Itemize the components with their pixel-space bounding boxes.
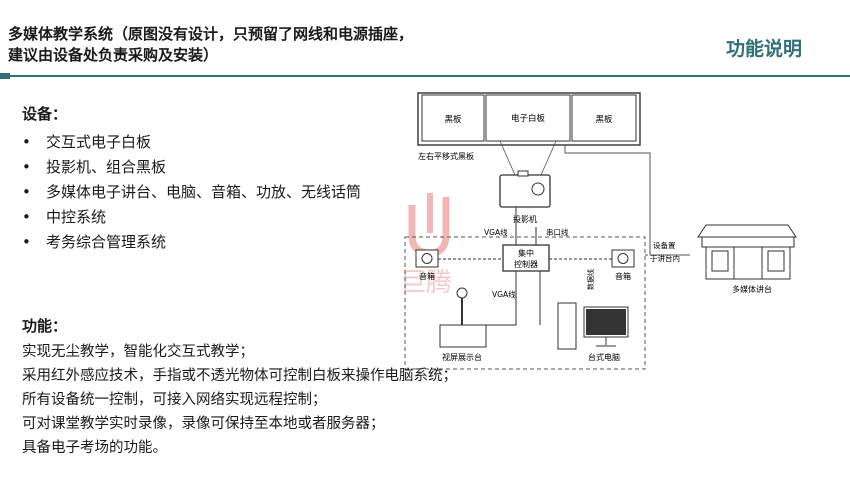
device-item: 投影机、组合黑板 xyxy=(22,155,366,180)
board-frame xyxy=(417,92,641,146)
device-item: 多媒体电子讲台、电脑、音箱、功放、无线话筒 xyxy=(22,180,366,205)
projector-lens xyxy=(531,182,545,196)
header-divider-mark xyxy=(0,73,10,79)
network-cable xyxy=(564,145,690,256)
controller-label-2: 控制器 xyxy=(514,259,538,269)
header-divider xyxy=(0,75,850,77)
devices-heading: 设备： xyxy=(22,105,68,123)
device-item: 考务综合管理系统 xyxy=(22,230,366,255)
multimedia-podium xyxy=(697,224,797,280)
page-title: 多媒体教学系统（原图没有设计，只预留了网线和电源插座， 建议由设备处负责采购及安… xyxy=(8,24,508,66)
speaker-right-cone xyxy=(617,253,629,264)
device-item: 中控系统 xyxy=(22,205,366,230)
visualizer-label: 视屏展示台 xyxy=(442,352,482,362)
speaker-right-label: 音箱 xyxy=(615,271,631,281)
speaker-left-cone xyxy=(421,253,433,264)
watermark-logo xyxy=(408,193,450,257)
projector-mount xyxy=(517,170,529,177)
speaker-right xyxy=(611,249,635,268)
function-item: 具备电子考场的功能。 xyxy=(22,440,167,456)
speaker-left xyxy=(415,249,439,268)
function-item: 采用红外感应技术，手指或不透光物体可控制白板来操作电脑系统； xyxy=(22,368,457,384)
projector xyxy=(499,174,551,208)
serial-label: 串口线 xyxy=(546,227,569,237)
install-label-1: 设备置 xyxy=(653,240,676,250)
blackboard-left xyxy=(421,94,485,142)
projection-beam-left xyxy=(499,140,516,176)
smart-whiteboard xyxy=(485,94,571,142)
pc-tower xyxy=(557,302,577,350)
data-line-label: 数据线 xyxy=(586,269,595,290)
section-badge: 功能说明 xyxy=(726,38,803,60)
blackboard-right xyxy=(571,94,637,142)
vga-label-bottom: VGA线 xyxy=(492,289,516,299)
podium-boundary xyxy=(404,236,646,370)
blackboard-left-label: 黑板 xyxy=(444,114,462,125)
pc-label: 台式电脑 xyxy=(588,352,620,362)
whiteboard-label: 电子白板 xyxy=(511,113,546,124)
projector-label: 投影机 xyxy=(513,214,537,224)
function-item: 所有设备统一控制，可接入网络实现远程控制； xyxy=(22,392,327,408)
vga-cable-bottom xyxy=(484,271,517,326)
document-camera-base xyxy=(439,324,487,348)
functions-heading: 功能： xyxy=(22,317,68,335)
devices-list: 交互式电子白板 投影机、组合黑板 多媒体电子讲台、电脑、音箱、功放、无线话筒 中… xyxy=(22,130,366,255)
document-camera-head xyxy=(456,287,468,299)
title-line-2: 建议由设备处负责采购及安装） xyxy=(8,46,219,64)
device-item: 交互式电子白板 xyxy=(22,130,366,155)
function-item: 可对课堂教学实时录像，录像可保持至本地或者服务器； xyxy=(22,416,385,432)
blackboard-right-label: 黑板 xyxy=(595,114,613,125)
title-line-1: 多媒体教学系统（原图没有设计，只预留了网线和电源插座， xyxy=(8,25,414,43)
install-label-2: 于讲台内 xyxy=(650,253,680,263)
vga-label-top: VGA线 xyxy=(484,227,508,237)
projection-beam-right xyxy=(540,140,557,176)
pc-screen xyxy=(586,309,626,335)
central-controller xyxy=(502,244,550,272)
podium-label: 多媒体讲台 xyxy=(732,284,772,294)
function-item: 实现无尘教学，智能化交互式教学； xyxy=(22,344,254,360)
functions-list: 实现无尘教学，智能化交互式教学； 采用红外感应技术，手指或不透光物体可控制白板来… xyxy=(22,340,457,460)
board-caption: 左右平移式黑板 xyxy=(418,151,474,161)
system-diagram: 金色巨腾 黑板 电子白板 黑板 左右平移式黑板 投影机 VGA线 串口线 集中 … xyxy=(400,92,797,370)
speaker-left-label: 音箱 xyxy=(419,271,435,281)
watermark-text: 金色巨腾 xyxy=(400,268,452,298)
controller-label-1: 集中 xyxy=(518,248,534,258)
